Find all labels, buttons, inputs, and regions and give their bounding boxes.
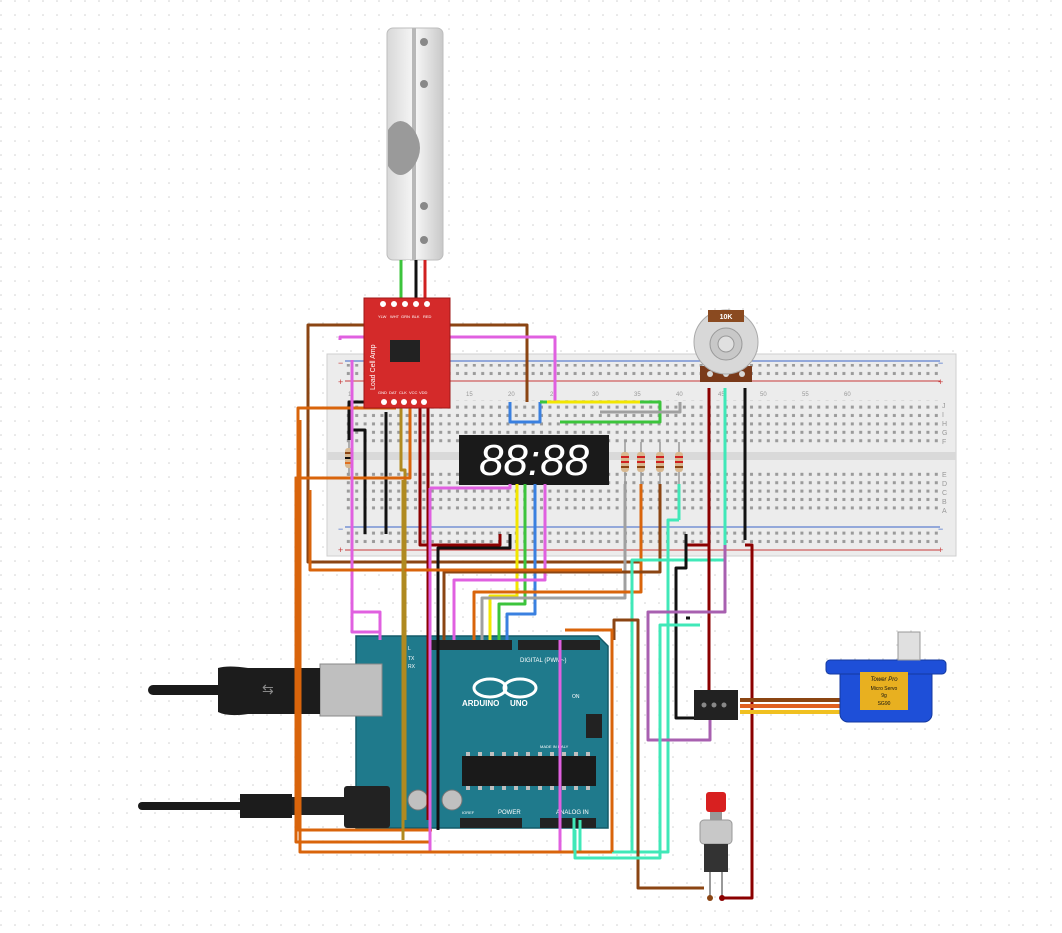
amp-pin-label: VDD (419, 390, 428, 395)
amp-pin-label: BLK (412, 314, 420, 319)
resistor (637, 442, 645, 484)
display-digits: 88:88 (479, 436, 590, 485)
col-label: 1 (348, 392, 352, 398)
amp-pin-label: RED (423, 314, 432, 319)
col-label: 60 (844, 392, 851, 398)
row-label: D (942, 481, 947, 488)
wires (294, 323, 754, 900)
amp-pin-label: DAT (389, 390, 397, 395)
row-label: H (942, 421, 947, 428)
amp-pin-label: WHT (390, 314, 400, 319)
load-cell-amp: Load Cell Amp YLW WHT GRN BLK RED GND DA… (363, 297, 451, 409)
load-cell-wires (399, 260, 427, 302)
col-label: 15 (466, 392, 473, 398)
row-label: F (942, 439, 946, 446)
arduino-uno: ARDUINO UNO DIGITAL (PWM~) POWER ANALOG … (319, 635, 609, 829)
servo-model2: 9g (881, 693, 887, 699)
servo-part: SG90 (878, 701, 891, 707)
col-label: 20 (508, 392, 515, 398)
row-label: G (942, 430, 947, 437)
amp-title: Load Cell Amp (370, 344, 377, 390)
svg-text:−: − (938, 358, 943, 368)
col-label: 45 (718, 392, 725, 398)
amp-pin-label: YLW (378, 314, 387, 319)
row-label: J (942, 403, 946, 410)
servo-motor: Tower Pro Micro Servo 9g SG90 (694, 631, 947, 723)
resistor (656, 442, 664, 484)
resistor (675, 442, 683, 484)
arduino-brand: ARDUINO (462, 699, 499, 708)
servo-brand: Tower Pro (870, 677, 898, 683)
servo-model: Micro Servo (871, 686, 898, 692)
svg-text:−: − (338, 358, 343, 368)
arduino-ioref-label: IOREF (462, 810, 475, 815)
col-label: 30 (592, 392, 599, 398)
row-label: E (942, 472, 947, 479)
svg-text:+: + (938, 545, 943, 555)
arduino-on-label: ON (572, 694, 580, 700)
resistor (621, 442, 629, 484)
usb-icon: ⇆ (262, 681, 274, 697)
potentiometer: 10K (693, 309, 759, 382)
push-button (699, 792, 733, 901)
amp-pin-label: GRN (401, 314, 410, 319)
power-cable (138, 794, 344, 818)
resistors (345, 440, 683, 484)
arduino-power-label: POWER (498, 810, 521, 816)
svg-text:−: − (938, 524, 943, 534)
arduino-made-label: MADE IN ITALY (540, 744, 569, 749)
arduino-l-label: L (408, 646, 411, 652)
arduino-analog-label: ANALOG IN (556, 810, 589, 816)
svg-text:+: + (338, 377, 343, 387)
svg-text:+: + (938, 377, 943, 387)
arduino-tx-label: TX (408, 656, 415, 662)
load-cell (386, 27, 444, 261)
arduino-model: UNO (510, 699, 528, 708)
col-label: 35 (634, 392, 641, 398)
col-label: 40 (676, 392, 683, 398)
row-label: C (942, 490, 947, 497)
arduino-digital-label: DIGITAL (PWM~) (520, 658, 567, 664)
col-label: 50 (760, 392, 767, 398)
pot-value-label: 10K (720, 314, 733, 321)
amp-pin-label: VCC (409, 390, 418, 395)
amp-pin-label: CLK (399, 390, 407, 395)
col-label: 55 (802, 392, 809, 398)
svg-text:−: − (338, 524, 343, 534)
svg-text:+: + (338, 545, 343, 555)
arduino-rx-label: RX (408, 664, 416, 670)
breadboard-row-labels: J I H G F E D C B A (942, 403, 947, 515)
seven-segment-display: 88:88 (459, 435, 609, 485)
row-label: B (942, 499, 947, 506)
amp-pin-label: GND (378, 390, 387, 395)
row-label: I (942, 412, 944, 419)
row-label: A (942, 508, 947, 515)
